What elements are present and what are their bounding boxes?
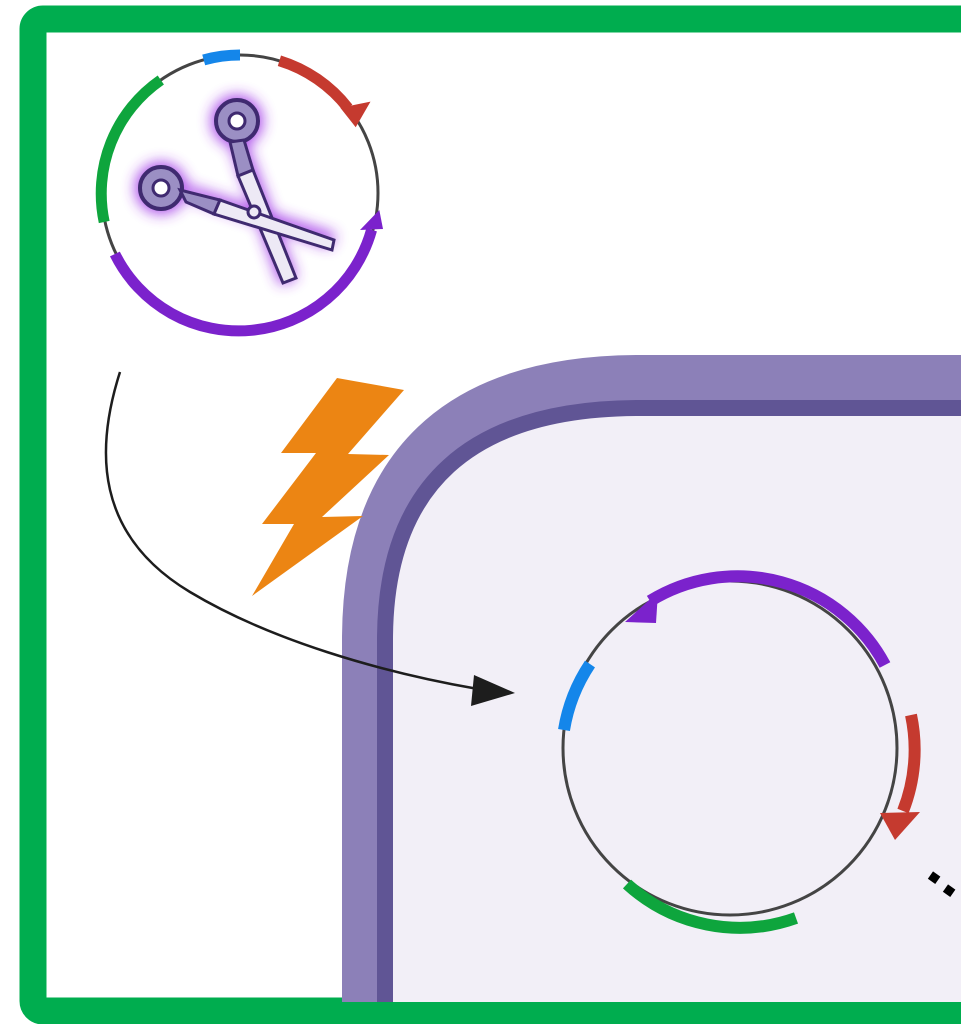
scissors-icon (135, 95, 336, 285)
curved-arrow-icon (104, 371, 515, 706)
cell-wall-inner (377, 400, 961, 1002)
bacterial-cell (342, 355, 961, 1002)
green-segment (622, 879, 799, 934)
dotted-continuation (927, 871, 956, 897)
cell-cytoplasm (380, 398, 961, 1002)
plasmid-inside-cell (558, 570, 921, 934)
red-arrow (277, 55, 371, 128)
red-arrow (880, 713, 921, 840)
purple-arrow (625, 570, 891, 668)
blue-segment (202, 49, 241, 66)
blue-segment (558, 660, 596, 732)
lightning-bolt-icon (252, 378, 404, 596)
plasmid-outside-cell (95, 49, 383, 337)
green-segment (95, 75, 164, 224)
cell-wall-outer (342, 355, 961, 1002)
purple-arrow (109, 210, 383, 337)
